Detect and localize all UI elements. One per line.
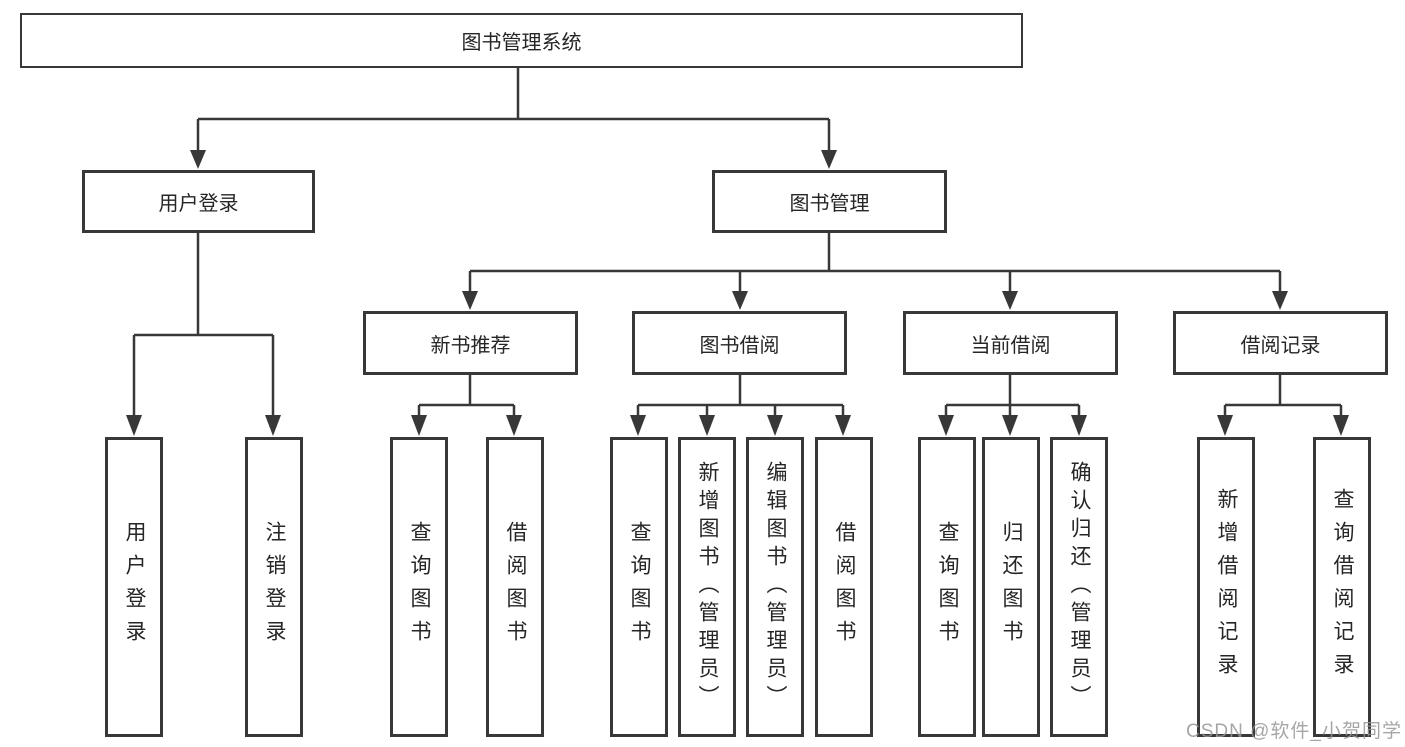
leaf-newrec-query-books: 查询图书 [390,437,448,737]
leaf-logout: 注销登录 [245,437,303,737]
node-new-book-recommendation: 新书推荐 [363,311,578,375]
leaf-borrowing-add-books-admin: 新增图书（管理员） [678,437,736,737]
leaf-records-query-record: 查询借阅记录 [1313,437,1371,737]
leaf-current-confirm-return-admin: 确认归还（管理员） [1050,437,1108,737]
leaf-newrec-borrow-books: 借阅图书 [486,437,544,737]
leaf-borrowing-borrow-books: 借阅图书 [815,437,873,737]
leaf-records-add-record: 新增借阅记录 [1197,437,1255,737]
leaf-borrowing-edit-books-admin: 编辑图书（管理员） [746,437,804,737]
node-root-system: 图书管理系统 [20,13,1023,68]
node-borrowing-records: 借阅记录 [1173,311,1388,375]
leaf-borrowing-query-books: 查询图书 [610,437,668,737]
watermark-text: CSDN @软件_小贺同学 [1186,721,1402,742]
node-user-login: 用户登录 [82,170,315,233]
leaf-current-query-books: 查询图书 [918,437,976,737]
leaf-user-login: 用户登录 [105,437,163,737]
node-book-management: 图书管理 [712,170,947,233]
node-book-borrowing: 图书借阅 [632,311,847,375]
leaf-current-return-books: 归还图书 [982,437,1040,737]
node-current-borrowing: 当前借阅 [903,311,1118,375]
